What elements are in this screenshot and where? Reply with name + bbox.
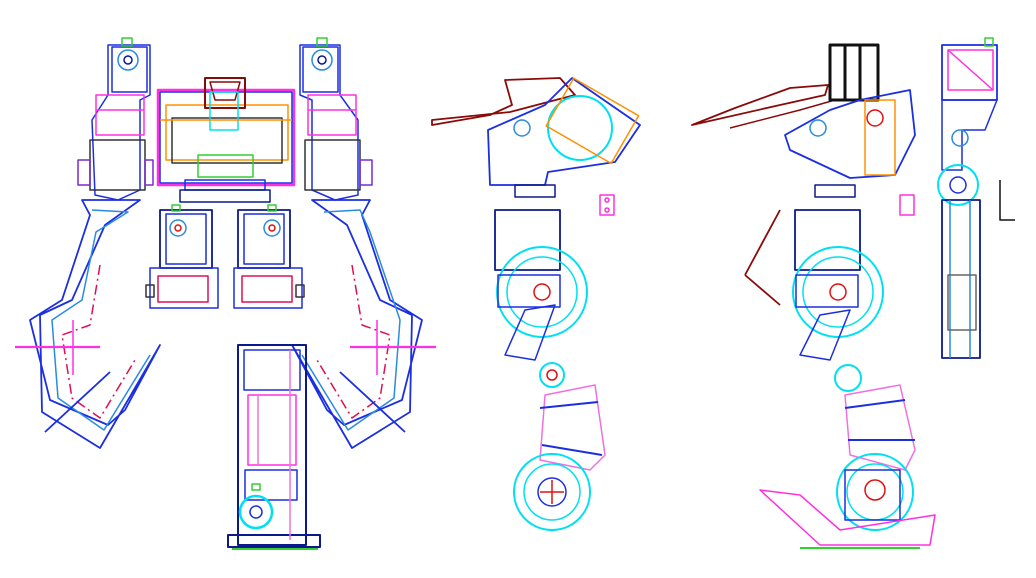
right-shoulder-assembly [299,37,373,201]
detail-view [937,37,1015,359]
front-view [15,37,436,550]
tail-leg-assembly [227,344,321,550]
side-body [494,184,606,531]
side-head [431,77,641,216]
tq-body [759,184,936,549]
tq-head [691,43,916,306]
torso-assembly [156,77,296,203]
side-view [431,77,641,531]
left-hip-servo [145,204,219,309]
left-claw-arm [15,199,161,449]
left-shoulder-assembly [77,37,154,201]
right-claw-arm [291,199,436,449]
right-hip-servo [233,204,305,309]
three-quarter-view [691,43,936,549]
